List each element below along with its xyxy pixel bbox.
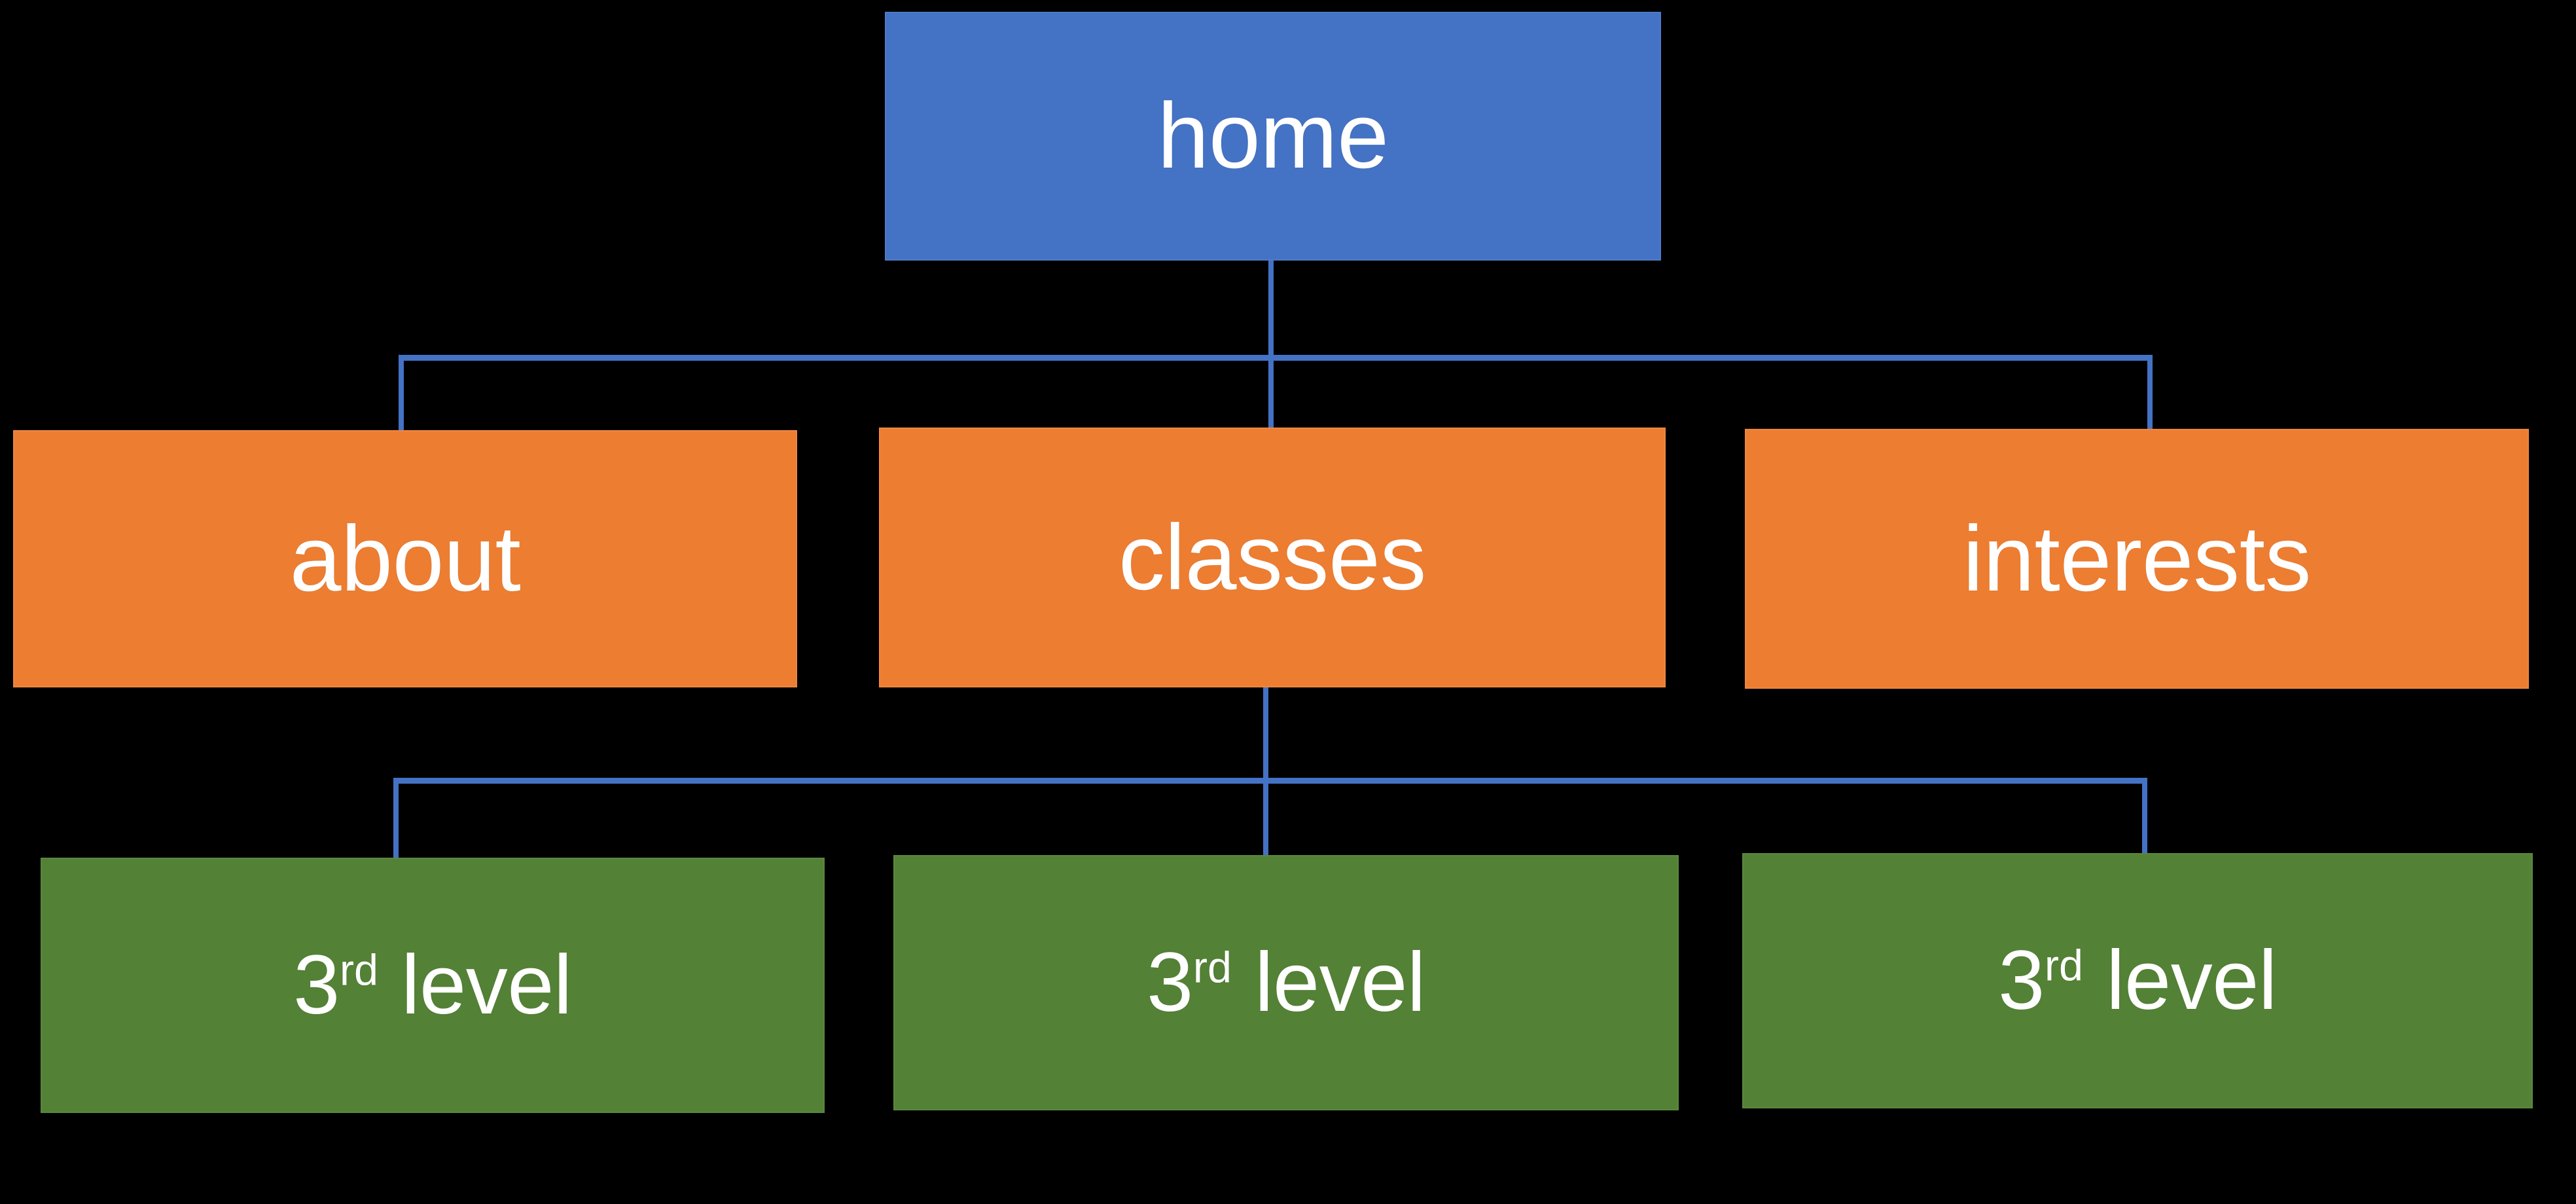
connector-classes-stem [1263, 687, 1268, 782]
node-third-level-right-label: 3rd level [1998, 939, 2277, 1023]
node-third-level-right[interactable]: 3rd level [1742, 853, 2533, 1108]
node-third-level-left-ordinal-suffix: rd [339, 946, 379, 995]
connector-drop-interests [2147, 355, 2153, 435]
node-third-level-left-number: 3 [293, 938, 340, 1032]
node-home[interactable]: home [885, 12, 1661, 261]
connector-drop-third-center [1263, 778, 1268, 863]
node-third-level-center[interactable]: 3rd level [893, 855, 1679, 1110]
connector-drop-classes [1268, 355, 1274, 435]
node-interests[interactable]: interests [1745, 429, 2529, 689]
node-classes-label: classes [1118, 505, 1427, 610]
node-third-level-center-word: level [1232, 936, 1425, 1029]
node-third-level-left-word: level [378, 938, 572, 1032]
node-third-level-right-ordinal-suffix: rd [2044, 941, 2084, 991]
node-classes[interactable]: classes [879, 428, 1666, 687]
node-about-label: about [289, 506, 521, 611]
node-third-level-center-label: 3rd level [1147, 941, 1425, 1025]
node-third-level-center-number: 3 [1147, 936, 1193, 1029]
node-third-level-right-number: 3 [1998, 934, 2045, 1027]
node-third-level-right-word: level [2083, 934, 2277, 1027]
connector-home-stem [1268, 261, 1274, 359]
connector-level3-bus [393, 778, 2147, 784]
connector-drop-third-left [393, 778, 399, 863]
connector-level2-bus [399, 355, 2153, 361]
node-home-label: home [1157, 84, 1389, 188]
node-interests-label: interests [1962, 506, 2312, 611]
connector-drop-about [399, 355, 404, 435]
connector-drop-third-right [2142, 778, 2147, 863]
node-third-level-left-label: 3rd level [293, 943, 572, 1027]
node-third-level-center-ordinal-suffix: rd [1192, 943, 1232, 993]
node-about[interactable]: about [13, 430, 797, 687]
node-third-level-left[interactable]: 3rd level [41, 858, 825, 1113]
